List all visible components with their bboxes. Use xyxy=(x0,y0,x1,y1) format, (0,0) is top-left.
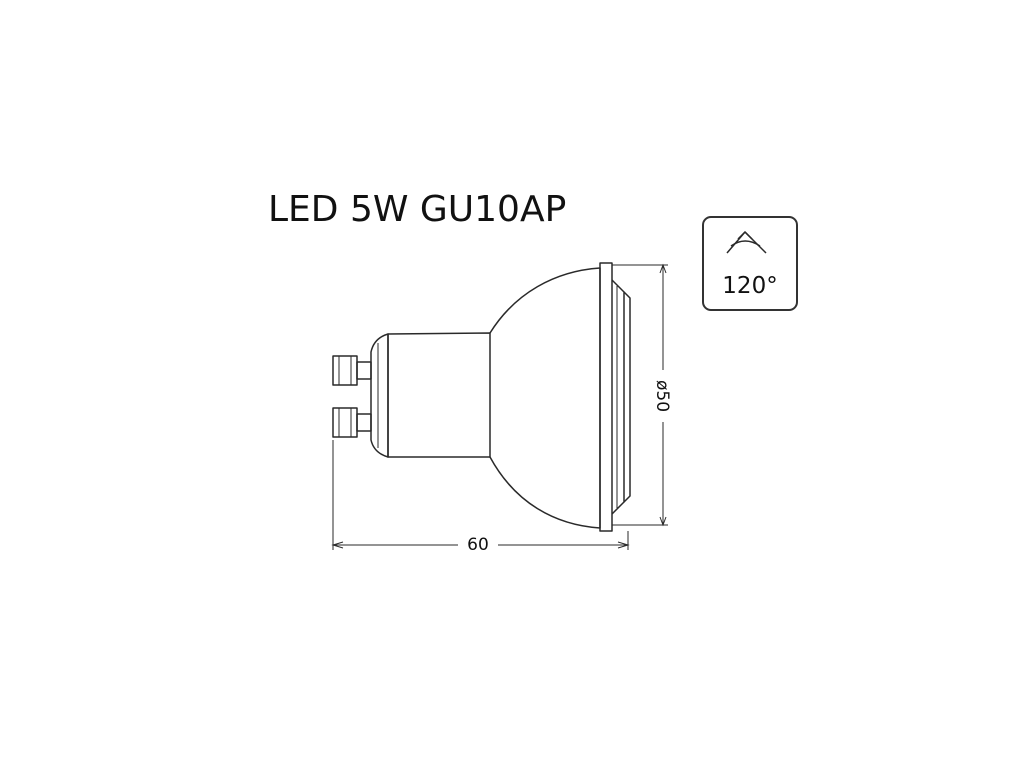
beam-angle-label: 120° xyxy=(722,273,777,299)
length-label: 60 xyxy=(467,535,489,555)
length-dimension: 60 xyxy=(331,440,630,555)
base-body xyxy=(387,332,491,458)
reflector xyxy=(489,267,601,529)
diameter-label: ø50 xyxy=(652,380,672,412)
pin-bottom xyxy=(332,407,372,438)
bulb-outline xyxy=(332,262,631,532)
diameter-dimension: ø50 xyxy=(612,263,672,527)
pin-top xyxy=(332,355,372,386)
front-rim xyxy=(599,262,631,532)
base-neck xyxy=(370,333,389,458)
beam-angle-icon xyxy=(726,231,767,254)
beam-angle-badge: 120° xyxy=(702,216,798,311)
product-title: LED 5W GU10AP xyxy=(268,189,566,230)
